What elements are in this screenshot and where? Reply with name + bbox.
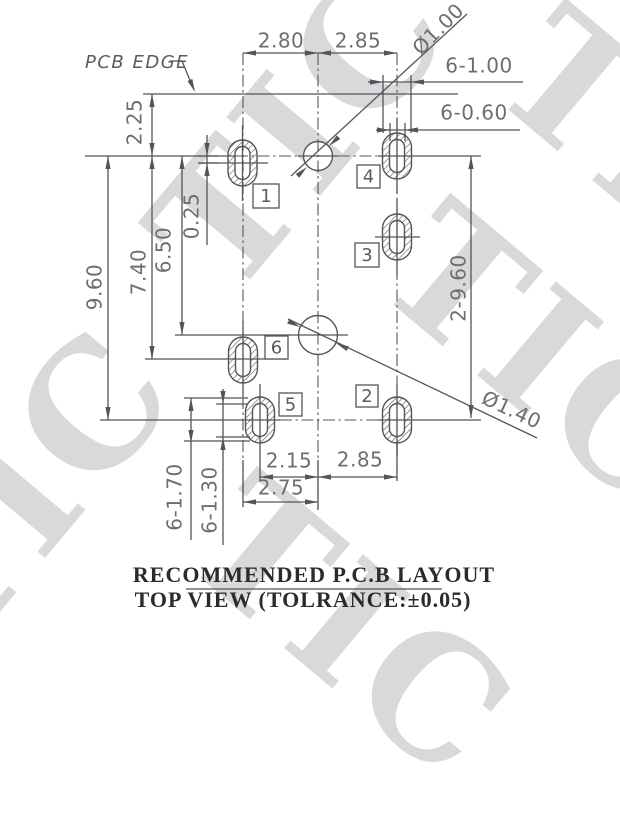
pad-number-4: 4 <box>363 167 374 188</box>
leader-lines <box>170 13 538 439</box>
dim-0-25: 0.25 <box>180 193 204 240</box>
dim-9-60: 9.60 <box>83 264 107 311</box>
dim-2-85-bottom: 2.85 <box>337 448 384 472</box>
title-line-1: RECOMMENDED P.C.B LAYOUT <box>133 562 495 587</box>
pad-number-1: 1 <box>260 186 271 207</box>
dim-6-1-70: 6-1.70 <box>163 463 187 530</box>
dim-2-9-60: 2-9.60 <box>447 254 471 321</box>
dim-6-50: 6.50 <box>152 227 176 274</box>
dim-7-40: 7.40 <box>127 249 151 296</box>
dim-2-25: 2.25 <box>123 99 147 146</box>
pcb-edge-label: PCB EDGE <box>85 52 189 73</box>
pad-number-box-5: 5 <box>278 392 303 417</box>
dim-6-0-60: 6-0.60 <box>440 101 507 125</box>
pad-number-box-6: 6 <box>264 335 289 360</box>
pcb-layout-drawing: 1 4 3 6 5 2 2.80 2.85 6-1.00 6-0.60 2.25… <box>83 0 546 612</box>
pad-number-box-2: 2 <box>355 384 379 408</box>
dim-6-1-00: 6-1.00 <box>445 54 512 78</box>
pad-number-box-1: 1 <box>252 183 280 209</box>
pad-number-5: 5 <box>285 395 296 416</box>
pad-number-box-4: 4 <box>356 164 381 189</box>
dim-dia-1-00: Ø1.00 <box>407 0 468 60</box>
pad-number-3: 3 <box>361 245 372 266</box>
arrowheads <box>105 50 474 505</box>
dim-2-15: 2.15 <box>266 449 313 473</box>
title-line-2: TOP VIEW (TOLRANCE:±0.05) <box>135 587 472 612</box>
pad-number-6: 6 <box>271 338 282 359</box>
pad-number-2: 2 <box>361 386 372 407</box>
drawing-title: RECOMMENDED P.C.B LAYOUT TOP VIEW (TOLRA… <box>133 562 495 612</box>
dim-6-1-30: 6-1.30 <box>198 466 222 533</box>
dimension-texts: 2.80 2.85 6-1.00 6-0.60 2.25 0.25 6.50 7… <box>83 0 546 534</box>
pad-number-box-3: 3 <box>354 242 380 268</box>
dim-2-80: 2.80 <box>258 29 305 53</box>
dim-2-75: 2.75 <box>258 476 305 500</box>
dim-2-85-top: 2.85 <box>335 29 382 53</box>
